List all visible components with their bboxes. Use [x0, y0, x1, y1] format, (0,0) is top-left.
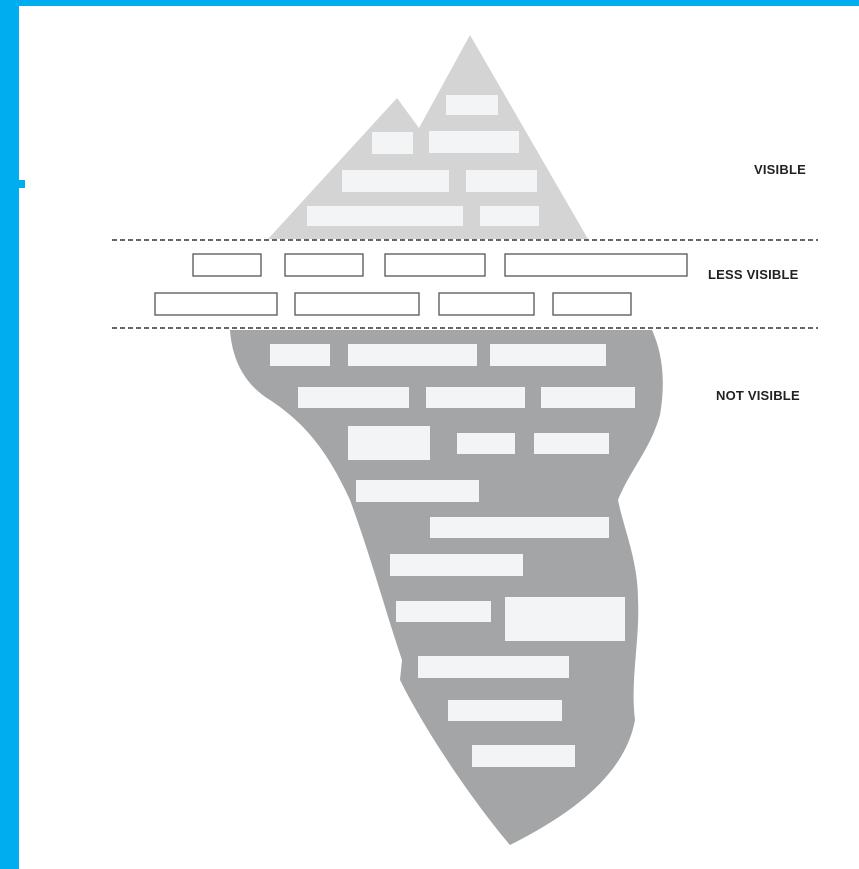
- underwater-box: [298, 387, 409, 408]
- underwater-box: [472, 745, 575, 767]
- visible-label: VISIBLE: [754, 162, 806, 177]
- tip-box: [466, 170, 537, 192]
- outline-box-group: [154, 253, 688, 316]
- underwater-box: [390, 554, 523, 576]
- outline-box: [294, 292, 420, 316]
- underwater-box: [426, 387, 525, 408]
- underwater-box: [418, 656, 569, 678]
- outline-box: [154, 292, 278, 316]
- outline-box: [438, 292, 535, 316]
- tip-box-group: [307, 95, 539, 226]
- tip-box: [446, 95, 498, 115]
- frame-left-bar: [0, 0, 19, 869]
- outline-box: [384, 253, 486, 277]
- frame-top-bar: [0, 0, 859, 6]
- underwater-box: [270, 344, 330, 366]
- tip-box: [372, 132, 413, 154]
- underwater-box: [430, 517, 609, 538]
- frame-tick: [19, 180, 25, 188]
- tip-box: [342, 170, 449, 192]
- underwater-box: [534, 433, 609, 454]
- underwater-box: [348, 426, 430, 460]
- outline-box: [552, 292, 632, 316]
- underwater-box: [356, 480, 479, 502]
- less-visible-label: LESS VISIBLE: [708, 267, 799, 282]
- outline-box: [192, 253, 262, 277]
- tip-box: [307, 206, 463, 226]
- underwater-box: [505, 597, 625, 641]
- underwater-box: [541, 387, 635, 408]
- underwater-box: [457, 433, 515, 454]
- underwater-box-group: [270, 344, 635, 767]
- outline-box: [284, 253, 364, 277]
- underwater-box: [348, 344, 477, 366]
- underwater-box: [448, 700, 562, 721]
- tip-box: [480, 206, 539, 226]
- outline-box: [504, 253, 688, 277]
- underwater-box: [490, 344, 606, 366]
- underwater-box: [396, 601, 491, 622]
- tip-box: [429, 131, 519, 153]
- not-visible-label: NOT VISIBLE: [716, 388, 800, 403]
